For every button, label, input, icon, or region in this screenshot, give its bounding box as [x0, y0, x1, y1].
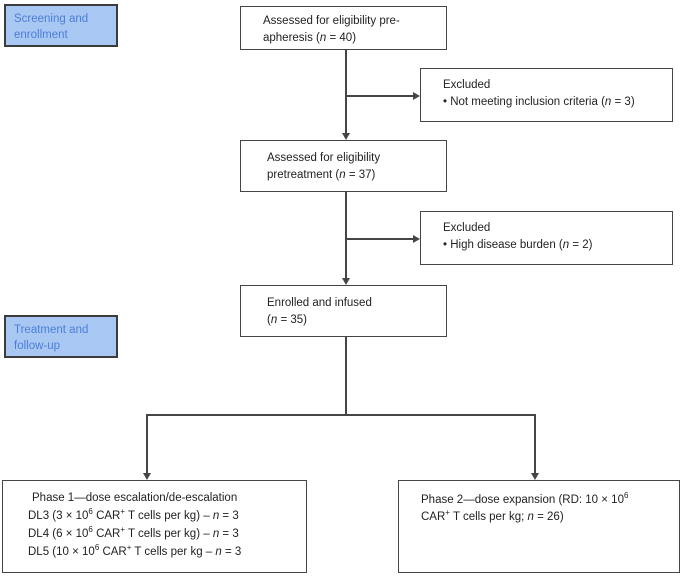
box-excluded-disease-burden: Excluded • High disease burden (n = 2): [420, 211, 673, 265]
arrowhead-down-icon: [342, 133, 350, 140]
arrowhead-right-icon: [413, 92, 420, 100]
connector-branch-left: [146, 414, 148, 473]
connector-to-excluded2: [346, 238, 413, 240]
connector-branch-right: [534, 414, 536, 473]
box-phase1-dose-escalation: Phase 1—dose escalation/de-escalation DL…: [2, 480, 307, 573]
connector-enrolled-down: [345, 337, 347, 415]
connector-preapheresis-to-pretreatment: [345, 50, 347, 133]
phase1-dl3: DL3 (3 × 106 CAR+ T cells per kg) – n = …: [28, 507, 239, 522]
box-excluded-inclusion-criteria: Excluded • Not meeting inclusion criteri…: [420, 68, 673, 122]
arrowhead-down-icon: [531, 473, 539, 480]
arrowhead-right-icon: [413, 235, 420, 243]
arrowhead-down-icon: [143, 473, 151, 480]
arrowhead-down-icon: [342, 278, 350, 285]
excluded-reason: • High disease burden (n = 2): [443, 238, 593, 251]
connector-branch-horizontal: [146, 414, 536, 416]
phase1-title: Phase 1—dose escalation/de-escalation: [32, 492, 238, 504]
phase1-dl5: DL5 (10 × 106 CAR+ T cells per kg – n = …: [28, 543, 242, 558]
phase1-dl4: DL4 (6 × 106 CAR+ T cells per kg) – n = …: [28, 525, 239, 540]
box-assessed-pre-apheresis: Assessed for eligibility pre-apheresis (…: [240, 6, 447, 50]
box-enrolled-infused: Enrolled and infused(n = 35): [240, 285, 447, 337]
excluded-title: Excluded: [443, 79, 491, 91]
connector-to-excluded1: [346, 95, 413, 97]
connector-pretreatment-to-enrolled: [345, 192, 347, 278]
excluded-reason: • Not meeting inclusion criteria (n = 3): [443, 95, 635, 108]
excluded-title: Excluded: [443, 222, 491, 234]
